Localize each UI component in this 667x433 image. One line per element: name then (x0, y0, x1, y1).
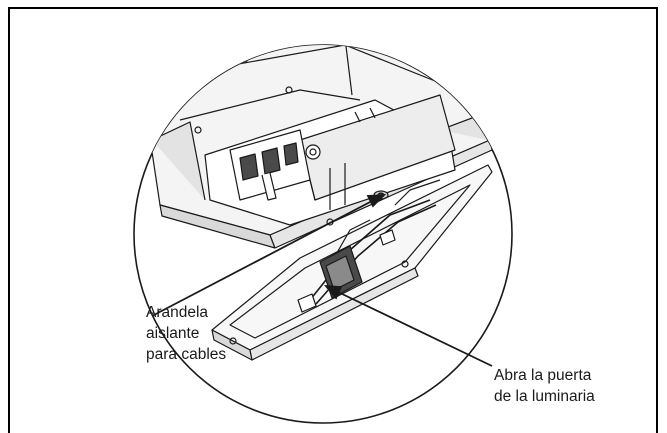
callout-open-door: Abra la puerta de la luminaria (494, 365, 595, 407)
arrow-grommet-head (366, 193, 387, 208)
callout-line: de la luminaria (494, 388, 595, 405)
leader-arrows (151, 193, 493, 367)
arrow-door-head (323, 284, 343, 300)
callout-cable-grommet: Arandela aislante para cables (146, 302, 226, 365)
arrow-grommet-line (151, 200, 373, 317)
figure-frame (8, 7, 658, 433)
ballast-compartment (204, 94, 456, 226)
luminaire-door (211, 164, 493, 361)
arrow-door-line (337, 291, 493, 367)
callout-line: Abra la puerta (494, 367, 592, 384)
callout-line: aislante (146, 325, 200, 342)
callout-line: para cables (146, 346, 227, 363)
callout-line: Arandela (146, 304, 209, 321)
